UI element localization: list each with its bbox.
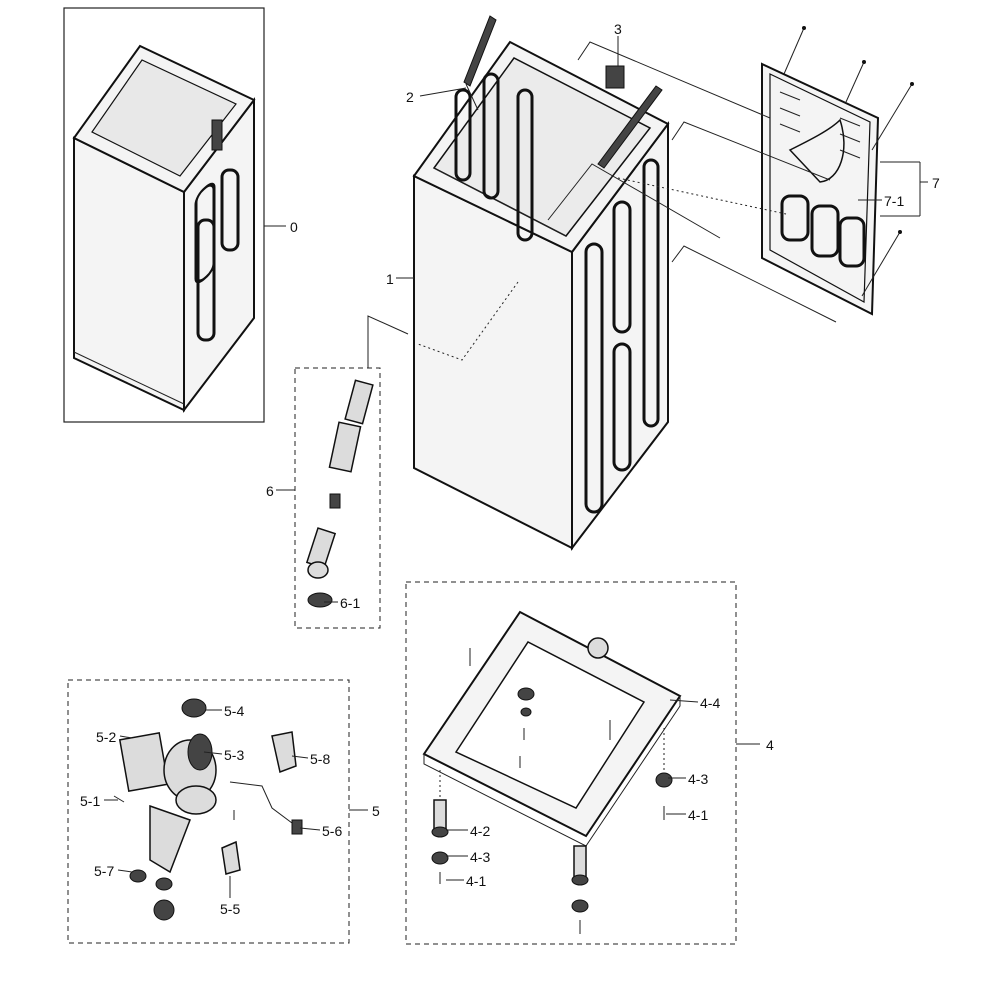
callout-5-5: 5-5 (220, 901, 240, 917)
callout-5-8: 5-8 (310, 751, 330, 767)
assembly-leaders (547, 41, 837, 323)
callout-4-4: 4-4 (700, 695, 720, 711)
callout-6: 6 (266, 483, 274, 499)
callout-7: 7 (932, 175, 940, 191)
callout-0: 0 (290, 219, 298, 235)
callout-leaders (104, 36, 928, 898)
callout-7-1: 7-1 (884, 193, 904, 209)
callout-4-2: 4-2 (470, 823, 490, 839)
callout-4-3a: 4-3 (688, 771, 708, 787)
callout-3: 3 (614, 21, 622, 37)
callout-4-1a: 4-1 (688, 807, 708, 823)
callout-5-1: 5-1 (80, 793, 100, 809)
part-3-trim-strip (597, 85, 663, 169)
callout-5-7: 5-7 (94, 863, 114, 879)
assembly-7-rear-panel (761, 26, 914, 316)
assembly-4-base-frame (405, 581, 737, 945)
part-2-trim-strip (463, 15, 497, 111)
assembly-5-drain-pump (67, 679, 350, 944)
callout-5-6: 5-6 (322, 823, 342, 839)
callout-5: 5 (372, 803, 380, 819)
callout-5-3: 5-3 (224, 747, 244, 763)
assembly-0-overview (63, 7, 265, 423)
callout-5-2: 5-2 (96, 729, 116, 745)
callout-4-1b: 4-1 (466, 873, 486, 889)
callout-4-3b: 4-3 (470, 849, 490, 865)
callout-1: 1 (386, 271, 394, 287)
callout-2: 2 (406, 89, 414, 105)
callout-4: 4 (766, 737, 774, 753)
assembly-6-drain-hose-parts (294, 315, 409, 629)
callout-5-4: 5-4 (224, 703, 244, 719)
callout-6-1: 6-1 (340, 595, 360, 611)
cabinet-body (412, 40, 670, 551)
